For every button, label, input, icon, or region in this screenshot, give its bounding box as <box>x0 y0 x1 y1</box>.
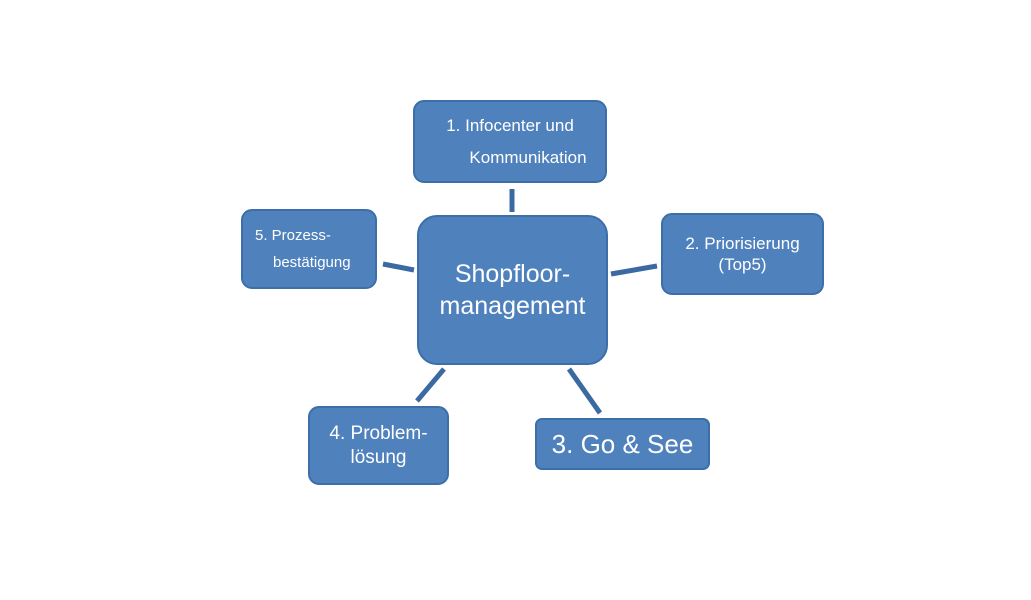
center-node-line-2: management <box>439 292 586 320</box>
node-4-line-1: 4. Problem- <box>329 422 428 444</box>
node-4-line-2: lösung <box>350 446 407 468</box>
node-problemloesung: 4. Problem- lösung <box>308 406 449 485</box>
node-1-line-2: Kommunikation <box>469 147 587 167</box>
node-go-and-see: 3. Go & See <box>535 418 710 470</box>
node-infocenter-kommunikation: 1. Infocenter und Kommunikation <box>413 100 607 183</box>
connector-node-3 <box>566 367 603 415</box>
node-3-line-1: 3. Go & See <box>551 428 694 459</box>
node-1-line-1: 1. Infocenter und <box>446 116 574 136</box>
node-2-line-1: 2. Priorisierung <box>685 233 800 253</box>
connector-node-4 <box>415 367 446 403</box>
center-node-line-1: Shopfloor- <box>454 259 571 288</box>
node-5-line-2: bestätigung <box>273 254 351 271</box>
node-prozessbestaetigung: 5. Prozess- bestätigung <box>241 209 377 289</box>
connector-node-2 <box>610 263 658 277</box>
node-5-line-1: 5. Prozess- <box>255 227 331 244</box>
node-2-line-2: (Top5) <box>718 255 767 274</box>
node-priorisierung: 2. Priorisierung (Top5) <box>661 213 824 295</box>
connector-node-5 <box>382 261 415 273</box>
center-node-shopfloor-management: Shopfloor- management <box>417 215 608 365</box>
